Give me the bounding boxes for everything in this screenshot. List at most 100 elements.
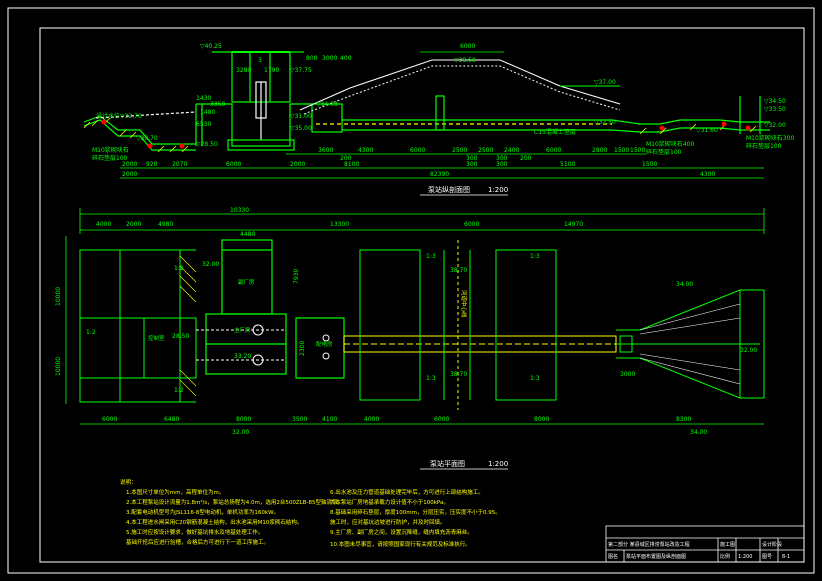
plan-embankment bbox=[359, 240, 557, 410]
level-3: 33.20 bbox=[234, 353, 251, 360]
dim-mid-1: 1430 bbox=[196, 95, 211, 102]
room-main: 主厂房 bbox=[234, 326, 251, 334]
elev-house-floor: ▽35.00 bbox=[290, 125, 312, 132]
left-note-1: M10浆砌块石 bbox=[92, 146, 129, 154]
plan-dim-7: 14970 bbox=[564, 221, 583, 228]
note-right-6: 10.本图未尽事宜，请按照国家现行有关规范及标准执行。 bbox=[330, 540, 471, 548]
dim-up-5: 800 bbox=[306, 55, 318, 62]
dim-r3-3: 300 bbox=[466, 155, 478, 162]
note-left-5: 5.施工时应按设计要求，做好基坑排水及地基处理工作。 bbox=[126, 528, 263, 536]
dim-up-2: 1790 bbox=[264, 67, 279, 74]
dim-r1-10: 1500 bbox=[630, 147, 645, 154]
room-aux: 副厂房 bbox=[238, 278, 255, 286]
elev-outlet-bottom: ▽31.00 bbox=[290, 113, 312, 120]
note-left-1: 1.本图尺寸单位为mm，高程单位为m。 bbox=[126, 488, 224, 496]
level-4: 38.70 bbox=[450, 267, 467, 274]
dim-r2-5: 2000 bbox=[290, 161, 305, 168]
plan-outlet-structure bbox=[616, 289, 765, 399]
plan-forebay bbox=[79, 249, 197, 403]
bdim-2: 6480 bbox=[164, 416, 179, 423]
notes-heading: 说明： bbox=[120, 478, 137, 486]
plan-pump-house bbox=[205, 239, 345, 379]
elev-pump-floor: ▽28.50 bbox=[196, 141, 218, 148]
pump-units bbox=[196, 324, 330, 366]
elevation-labels: ▽40.25 ▽37.75 ▽38.50 ▽37.00 设计水位▽32.70 ▽… bbox=[96, 43, 786, 148]
bdim-9: 8300 bbox=[676, 416, 691, 423]
dim-r1-8: 2800 bbox=[592, 147, 607, 154]
dim-r2-10: 1500 bbox=[642, 161, 657, 168]
bdim-1: 6000 bbox=[102, 416, 117, 423]
material-notes: M10浆砌块石 碎石垫层100 M10浆砌块石400 碎石垫层100 M10浆砌… bbox=[92, 134, 794, 162]
plan-forebay-hatch bbox=[179, 255, 197, 397]
right-note-1: M10浆砌块石400 bbox=[646, 140, 694, 148]
level-6: 34.00 bbox=[676, 281, 693, 288]
dim-r1-1: 3600 bbox=[318, 147, 333, 154]
section-dims-row2: 2000 920 2070 6000 2000 8100 300 300 510… bbox=[122, 155, 715, 178]
plan-view: 4000 2000 4980 10330 13300 6000 14970 44… bbox=[55, 207, 765, 470]
upper-dimensions: 3280 1790 3 6000 800 3000 400 1430 3350 … bbox=[196, 43, 504, 128]
dim-r2-6: 8100 bbox=[344, 161, 359, 168]
room-control: 控制室 bbox=[148, 334, 165, 342]
elev-inlet-bottom: ▽30.70 bbox=[136, 135, 158, 142]
note-right-4: 施工时，应对基坑边坡进行防护，并及时回填。 bbox=[330, 518, 446, 526]
bdim-6: 4000 bbox=[364, 416, 379, 423]
room-power: 配电房 bbox=[316, 340, 333, 348]
section-scale: 1:200 bbox=[488, 186, 508, 194]
river-centerline-label: 河道中心线 bbox=[460, 290, 468, 318]
dim-r2-3: 2070 bbox=[172, 161, 187, 168]
note-right-3: 8.基础采用碎石垫层，厚度100mm，分层压实，压实度不小于0.95。 bbox=[330, 508, 501, 516]
dim-r1-5: 2500 bbox=[478, 147, 493, 154]
plan-dim-5: 13300 bbox=[330, 221, 349, 228]
drawing-frame bbox=[7, 7, 815, 574]
section-dimension-chains bbox=[120, 153, 764, 179]
side-dim-1: 10000 bbox=[55, 287, 62, 306]
level-2: 28.50 bbox=[172, 333, 189, 340]
tb-name: 泵站平面布置图及纵剖面图 bbox=[626, 553, 686, 560]
pump-pit bbox=[195, 103, 312, 151]
bdim-7: 6000 bbox=[434, 416, 449, 423]
plan-dim-1: 4000 bbox=[96, 221, 111, 228]
elev-crane: ▽37.75 bbox=[290, 67, 312, 74]
tb-scale: 1:200 bbox=[738, 554, 752, 560]
right-note-2: 碎石垫层100 bbox=[646, 148, 682, 156]
outlet-dim: 3000 bbox=[620, 371, 635, 378]
embankment bbox=[299, 59, 621, 115]
dim-r2-9: 5100 bbox=[560, 161, 575, 168]
section-title: 泵站纵剖面图 bbox=[428, 185, 470, 194]
elev-culvert: ▽32.50 bbox=[594, 119, 616, 126]
note-left-2: 2.本工程泵站设计流量为1.8m³/s，泵站总扬程为4.0m，选用2台500ZL… bbox=[126, 498, 343, 506]
note-left-6: 基础开挖后应进行验槽，合格后方可进行下一道工序施工。 bbox=[126, 538, 269, 546]
elev-top-house: ▽40.25 bbox=[200, 43, 222, 50]
dim-mid-2: 3350 bbox=[210, 101, 225, 108]
plan-scale: 1:200 bbox=[488, 460, 508, 468]
dim-r2-1: 2000 bbox=[122, 161, 137, 168]
note-right-5: 9.主厂房、副厂房之间，设置沉降缝，缝内填充沥青麻丝。 bbox=[330, 528, 473, 536]
dim-r1-3: 6000 bbox=[410, 147, 425, 154]
right-note-4: 碎石垫层100 bbox=[746, 142, 782, 150]
pump-house-superstructure bbox=[212, 51, 304, 140]
elev-right-2: ▽33.50 bbox=[764, 106, 786, 113]
dim-up-1: 3280 bbox=[236, 67, 251, 74]
culvert-label: C15混凝土垫层 bbox=[534, 128, 576, 136]
level-1: 32.00 bbox=[202, 261, 219, 268]
tb-project: 第二部分 某县城区排涝泵站改造工程 bbox=[608, 541, 690, 548]
note-right-2: 7.本泵站厂房地基承载力设计值不小于100kPa。 bbox=[330, 498, 449, 506]
plan-title: 泵站平面图 bbox=[430, 459, 465, 468]
dim-r2-2: 920 bbox=[146, 161, 158, 168]
foundation-hatch bbox=[83, 117, 757, 153]
elev-right-4: ▽31.60 bbox=[696, 127, 718, 134]
plan-dim-2: 2000 bbox=[126, 221, 141, 228]
bdim-8: 8000 bbox=[534, 416, 549, 423]
plan-slopes: 1:2 1:3 1:3 1:3 1:3 1:2 1:2 bbox=[86, 253, 540, 394]
dim-r1-7: 6000 bbox=[546, 147, 561, 154]
note-left-3: 3.配套电动机型号为JSL116-8型电动机，单机功率为160kW。 bbox=[126, 508, 279, 516]
left-note-2: 碎石垫层100 bbox=[92, 154, 128, 162]
bdim-5: 4100 bbox=[322, 416, 337, 423]
note-right-1: 6.出水池及压力管道基础处理完毕后，方可进行上部结构施工。 bbox=[330, 488, 484, 496]
water-level-markers bbox=[101, 119, 751, 149]
right-note-3: M10浆砌块石300 bbox=[746, 134, 794, 142]
dim-total-left: 2000 bbox=[122, 171, 137, 178]
dim-r3-1: 200 bbox=[340, 155, 352, 162]
elev-right-1: ▽34.50 bbox=[764, 98, 786, 105]
elev-dam-top: ▽38.50 bbox=[454, 57, 476, 64]
